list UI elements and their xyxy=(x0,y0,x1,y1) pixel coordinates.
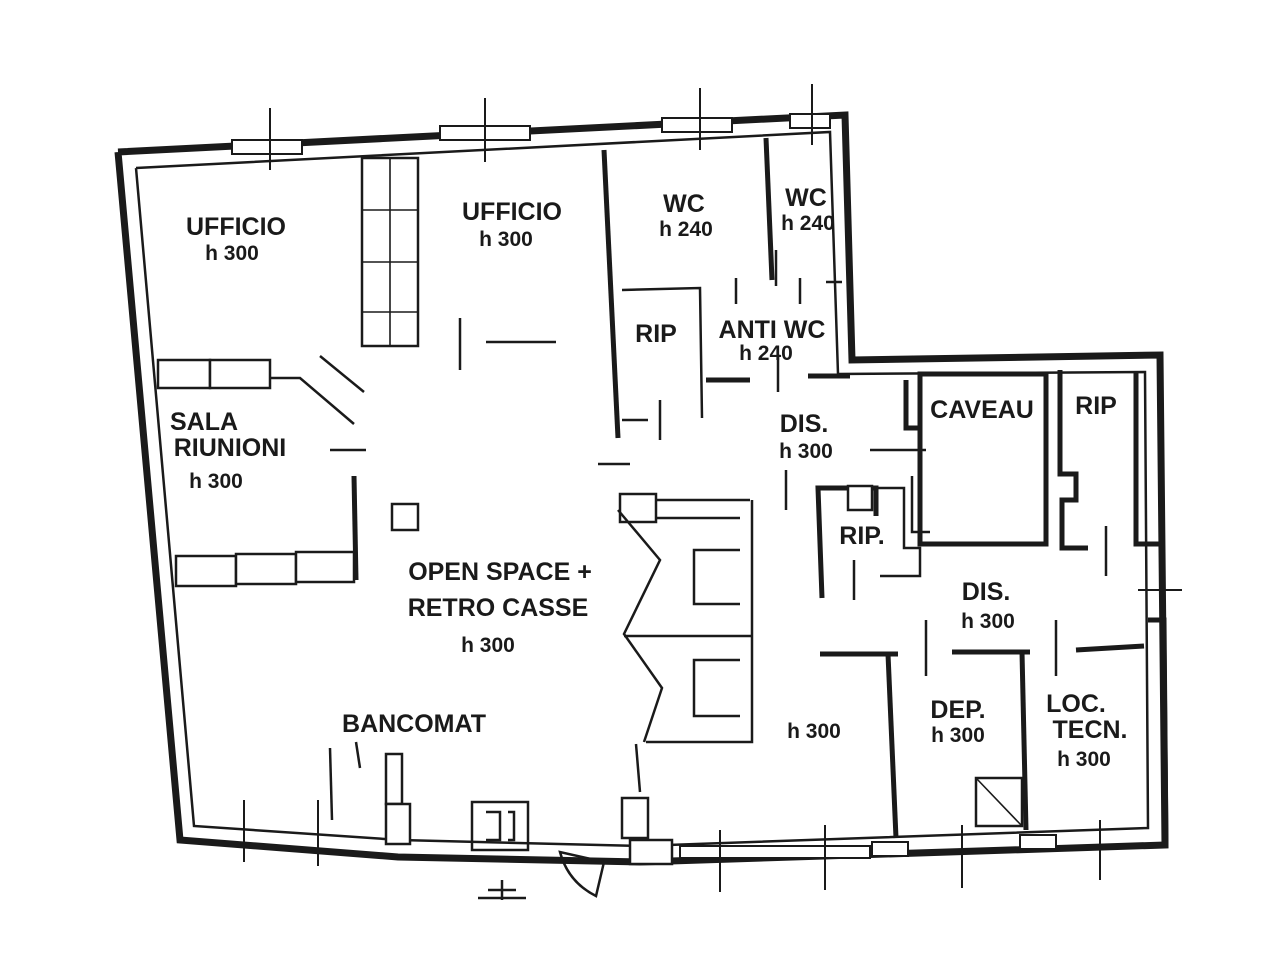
grid-ticks xyxy=(243,84,1182,892)
room-height-anti-wc: h 240 xyxy=(739,342,793,365)
room-name-loc-tecn-line1: LOC. xyxy=(1046,690,1106,718)
room-height-corridor: h 300 xyxy=(787,720,841,743)
room-height-open-space: h 300 xyxy=(461,634,515,657)
room-name-rip-3: RIP. xyxy=(839,522,884,550)
room-name-dis-1: DIS. xyxy=(780,410,829,438)
room-name-sala-riunioni-line2: RIUNIONI xyxy=(174,434,287,462)
room-height-dis-1: h 300 xyxy=(779,440,833,463)
room-height-loc-tecn: h 300 xyxy=(1057,748,1111,771)
room-height-dep: h 300 xyxy=(931,724,985,747)
room-name-bancomat: BANCOMAT xyxy=(342,710,486,738)
room-name-open-space-line1: OPEN SPACE + xyxy=(408,558,592,586)
room-height-wc-1: h 240 xyxy=(659,218,713,241)
room-name-caveau: CAVEAU xyxy=(930,396,1034,424)
room-name-dep: DEP. xyxy=(930,696,985,724)
room-height-ufficio-2: h 300 xyxy=(479,228,533,251)
room-name-sala-riunioni-line1: SALA xyxy=(170,408,238,436)
room-name-anti-wc: ANTI WC xyxy=(719,316,826,344)
room-height-wc-2: h 240 xyxy=(781,212,835,235)
interior-walls xyxy=(156,137,1169,900)
room-height-sala-riunioni: h 300 xyxy=(189,470,243,493)
room-name-rip-2: RIP xyxy=(1075,392,1117,420)
room-name-wc-1: WC xyxy=(663,190,705,218)
room-height-ufficio-1: h 300 xyxy=(205,242,259,265)
room-name-open-space-line2: RETRO CASSE xyxy=(408,594,589,622)
room-labels: UFFICIO h 300 UFFICIO h 300 WC h 240 WC … xyxy=(170,184,1128,771)
room-name-ufficio-2: UFFICIO xyxy=(462,198,562,226)
room-name-loc-tecn-line2: TECN. xyxy=(1053,716,1128,744)
room-name-dis-2: DIS. xyxy=(962,578,1011,606)
room-height-dis-2: h 300 xyxy=(961,610,1015,633)
room-name-ufficio-1: UFFICIO xyxy=(186,213,286,241)
room-name-wc-2: WC xyxy=(785,184,827,212)
room-name-rip-1: RIP xyxy=(635,320,677,348)
